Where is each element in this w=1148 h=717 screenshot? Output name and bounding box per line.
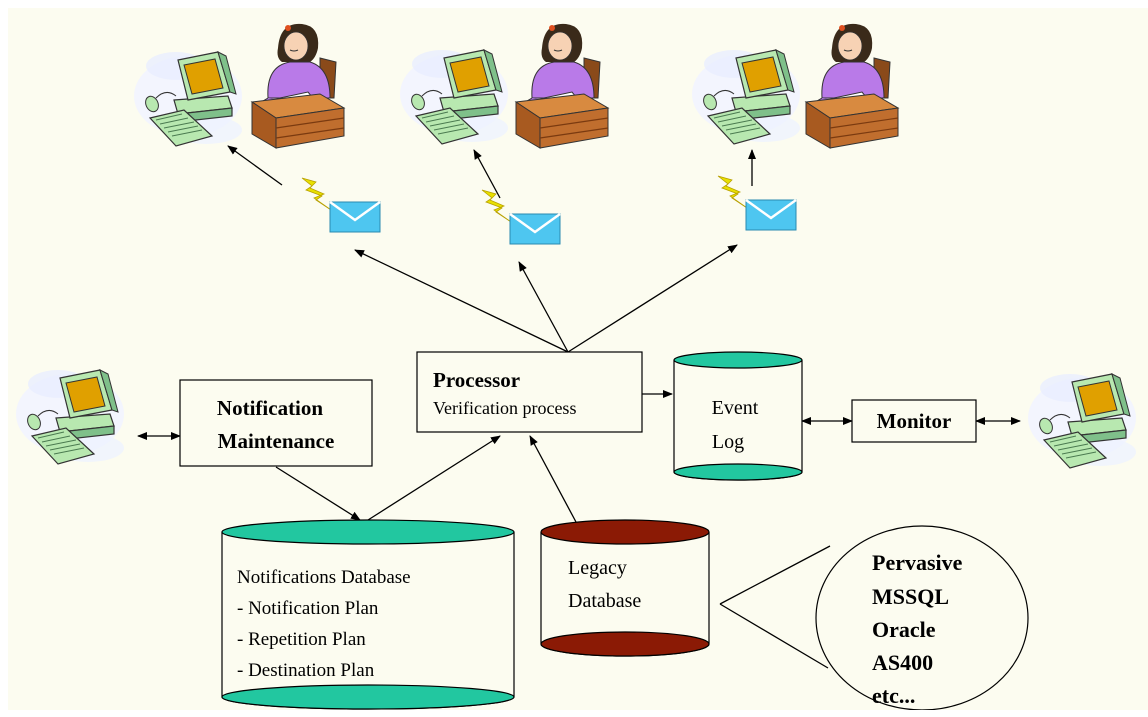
database-type-item: etc... (872, 683, 915, 708)
notification-architecture-diagram: Notification Maintenance Processor Verif… (15, 23, 1137, 711)
computer-icon (15, 369, 125, 465)
callout-line-upper (719, 545, 831, 605)
envelope-icon (716, 174, 798, 232)
woman-at-desk-icon (251, 23, 345, 149)
notifications-database-item: - Destination Plan (237, 660, 375, 681)
notification-maintenance-label-line2: Maintenance (218, 429, 335, 453)
arrow-maintenance-to-notifications-db (275, 466, 361, 521)
database-type-item: MSSQL (872, 584, 949, 609)
computer-icon (691, 49, 801, 145)
processor-title: Processor (433, 368, 520, 392)
envelope-icon (480, 188, 562, 246)
legacy-database-label-line1: Legacy (568, 557, 627, 579)
connectors (137, 145, 1021, 669)
arrow-processor-to-envelope-center (518, 261, 569, 353)
arrow-processor-to-envelope-right (567, 244, 738, 353)
monitor-label: Monitor (877, 409, 952, 433)
envelope-icon (300, 176, 382, 234)
event-log-label-line1: Event (712, 397, 759, 419)
notifications-database-cylinder: Notifications Database - Notification Pl… (221, 519, 515, 710)
database-type-item: Pervasive (872, 550, 963, 575)
arrow-legacy-db-to-processor (529, 435, 577, 523)
database-types-callout: Pervasive MSSQL Oracle AS400 etc... (815, 525, 1029, 711)
computer-icon (1027, 373, 1137, 469)
notifications-database-title: Notifications Database (237, 567, 411, 588)
woman-at-desk-icon (515, 23, 609, 149)
notification-maintenance-box: Notification Maintenance (179, 379, 373, 467)
diagram-canvas: Notification Maintenance Processor Verif… (8, 8, 1148, 711)
arrow-envelope-to-workstation-left (227, 145, 283, 186)
arrow-processor-to-envelope-left (354, 249, 569, 353)
arrow-envelope-to-workstation-center (473, 149, 501, 199)
computer-icon (399, 49, 509, 145)
database-type-item: AS400 (872, 650, 933, 675)
notification-maintenance-label-line1: Notification (217, 396, 323, 420)
notifications-database-item: - Repetition Plan (237, 629, 366, 650)
monitor-box: Monitor (851, 399, 977, 443)
database-type-item: Oracle (872, 617, 936, 642)
arrow-notifications-db-to-processor (367, 435, 501, 521)
processor-subtitle: Verification process (433, 398, 576, 418)
notifications-database-item: - Notification Plan (237, 598, 379, 619)
legacy-database-cylinder: Legacy Database (540, 519, 710, 657)
processor-box: Processor Verification process (416, 351, 643, 433)
woman-at-desk-icon (805, 23, 899, 149)
callout-line-lower (719, 603, 829, 669)
legacy-database-label-line2: Database (568, 590, 641, 612)
event-log-label-line2: Log (712, 431, 744, 453)
event-log-cylinder: Event Log (673, 351, 803, 481)
computer-icon (133, 51, 243, 147)
